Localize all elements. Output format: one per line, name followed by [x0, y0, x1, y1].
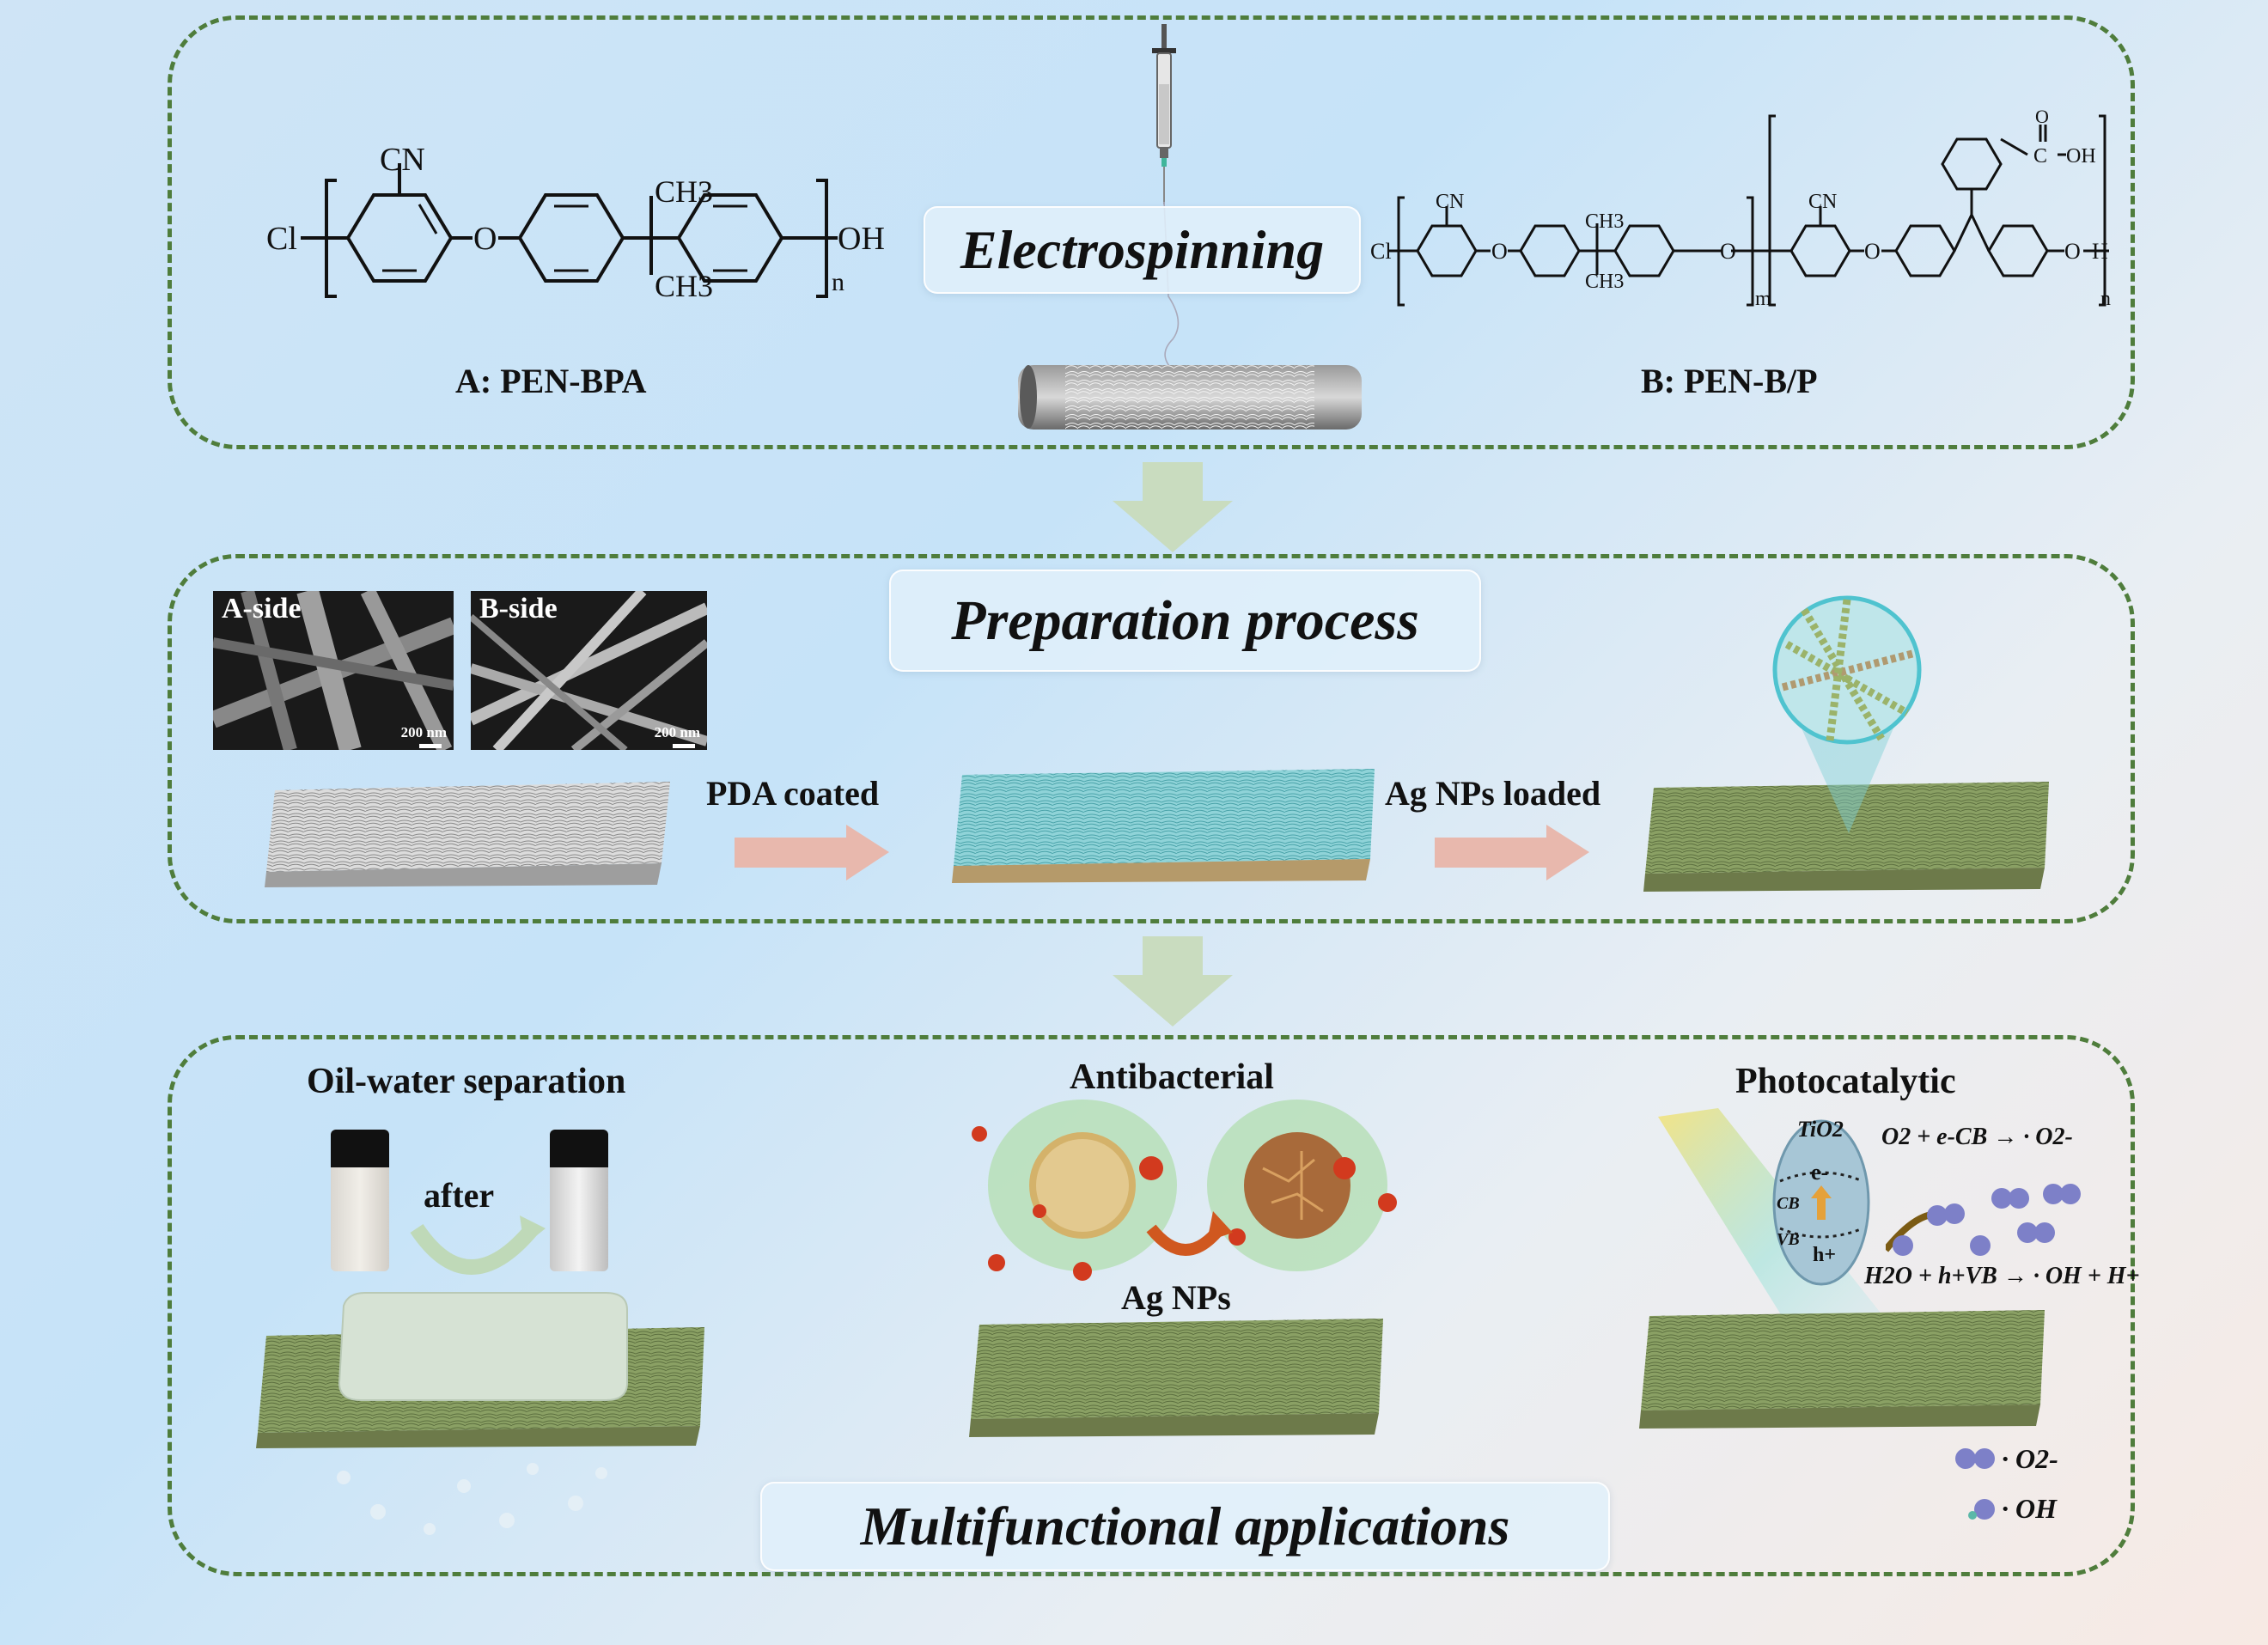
a-ch3-top: CH3 [655, 174, 713, 209]
b-m: m [1755, 288, 1771, 310]
photocatalytic-mat [1639, 1310, 2045, 1429]
legend-oh-icon [1968, 1499, 1995, 1520]
equation-1: O2 + e-CB → · O2- [1881, 1124, 2073, 1150]
equation-2: H2O + h+VB → · OH + H+ [1864, 1263, 2140, 1289]
preparation-label: Preparation process [889, 570, 1481, 672]
sem-image-a-side: A-side 200 nm [213, 591, 454, 750]
antibacterial-mat [969, 1319, 1383, 1437]
b-cooh-oh: OH [2066, 145, 2096, 168]
b-cn1: CN [1436, 191, 1464, 213]
compound-a-structure: Cl CN O CH3 CH3 OH n [266, 142, 885, 303]
vial-after [550, 1130, 608, 1271]
e-label: e- [1811, 1160, 1829, 1185]
down-arrow-2 [1113, 936, 1233, 1027]
electrospinning-label: Electrospinning [924, 206, 1361, 294]
electrospinning-panel [168, 15, 2135, 449]
pristine-fiber-mat [265, 782, 670, 887]
b-n: n [2100, 288, 2111, 310]
b-cooh-o: O [2035, 107, 2049, 127]
syringe-icon [1152, 24, 1176, 204]
sem-a-scalebar [419, 744, 442, 748]
legend-oh: · OH [2002, 1493, 2057, 1524]
down-arrow-1 [1113, 462, 1233, 552]
a-o: O [473, 221, 497, 257]
photocatalytic-title: Photocatalytic [1735, 1062, 1956, 1101]
step-arrow-2 [1435, 825, 1589, 880]
legend-o2: · O2- [2002, 1443, 2058, 1474]
b-cl: Cl [1370, 239, 1392, 264]
a-cl: Cl [266, 221, 297, 257]
b-ch3-top: CH3 [1585, 210, 1624, 233]
applications-panel [168, 1035, 2135, 1576]
sem-image-b-side: B-side 200 nm [471, 591, 707, 750]
b-o1: O [1491, 239, 1508, 264]
ag-nps-loaded-label: Ag NPs loaded [1385, 774, 1601, 813]
antibacterial-title: Antibacterial [1070, 1057, 1274, 1097]
b-cn2: CN [1808, 191, 1837, 213]
water-droplets [337, 1463, 607, 1535]
compound-a-caption: A: PEN-BPA [455, 362, 647, 400]
sem-b-label: B-side [479, 593, 558, 624]
a-ch3-bottom: CH3 [655, 269, 713, 303]
ag-nps-label: Ag NPs [1121, 1278, 1231, 1317]
h-label: h+ [1813, 1244, 1837, 1266]
b-h: H [2092, 239, 2108, 264]
preparation-text: Preparation process [951, 588, 1419, 652]
sem-b-scale: 200 nm [654, 724, 700, 740]
pda-coated-label: PDA coated [706, 774, 880, 813]
b-o3: O [1864, 239, 1881, 264]
b-o2: O [1720, 239, 1736, 264]
after-label: after [424, 1176, 495, 1215]
tio2-label: TiO2 [1797, 1117, 1844, 1142]
bacteria-illustration [972, 1100, 1397, 1281]
electrospinning-text: Electrospinning [960, 219, 1325, 280]
a-n: n [832, 268, 844, 296]
collector-drum [1018, 365, 1362, 430]
vial-before [331, 1130, 389, 1271]
applications-label: Multifunctional applications [760, 1482, 1610, 1571]
vb-label: VB [1777, 1230, 1800, 1249]
b-ch3-bottom: CH3 [1585, 271, 1624, 293]
legend-o2-icon [1955, 1448, 1995, 1469]
tio2-particle [1772, 1119, 1870, 1286]
b-cooh-c: C [2033, 145, 2047, 168]
preparation-panel [168, 554, 2135, 923]
ag-loaded-mat [1643, 782, 2049, 892]
curved-arrow-after [410, 1215, 546, 1275]
zoom-fiber-circle [1772, 595, 1922, 833]
pda-coated-mat [952, 769, 1375, 883]
cb-label: CB [1777, 1194, 1800, 1213]
sem-b-scalebar [673, 744, 695, 748]
a-cn: CN [380, 142, 425, 178]
oil-water-title: Oil-water separation [307, 1062, 626, 1101]
sem-a-scale: 200 nm [400, 724, 447, 740]
oil-water-mat [256, 1292, 704, 1448]
sem-a-label: A-side [222, 593, 302, 624]
step-arrow-1 [735, 825, 889, 880]
a-oh: OH [838, 221, 885, 257]
compound-b-caption: B: PEN-B/P [1641, 362, 1818, 400]
radical-spheres [1886, 1184, 2081, 1256]
b-o4: O [2064, 239, 2081, 264]
compound-b-structure: Cl CN O CH3 CH3 O m CN O O H n O C OH [1370, 107, 2111, 310]
applications-text: Multifunctional applications [860, 1496, 1510, 1557]
